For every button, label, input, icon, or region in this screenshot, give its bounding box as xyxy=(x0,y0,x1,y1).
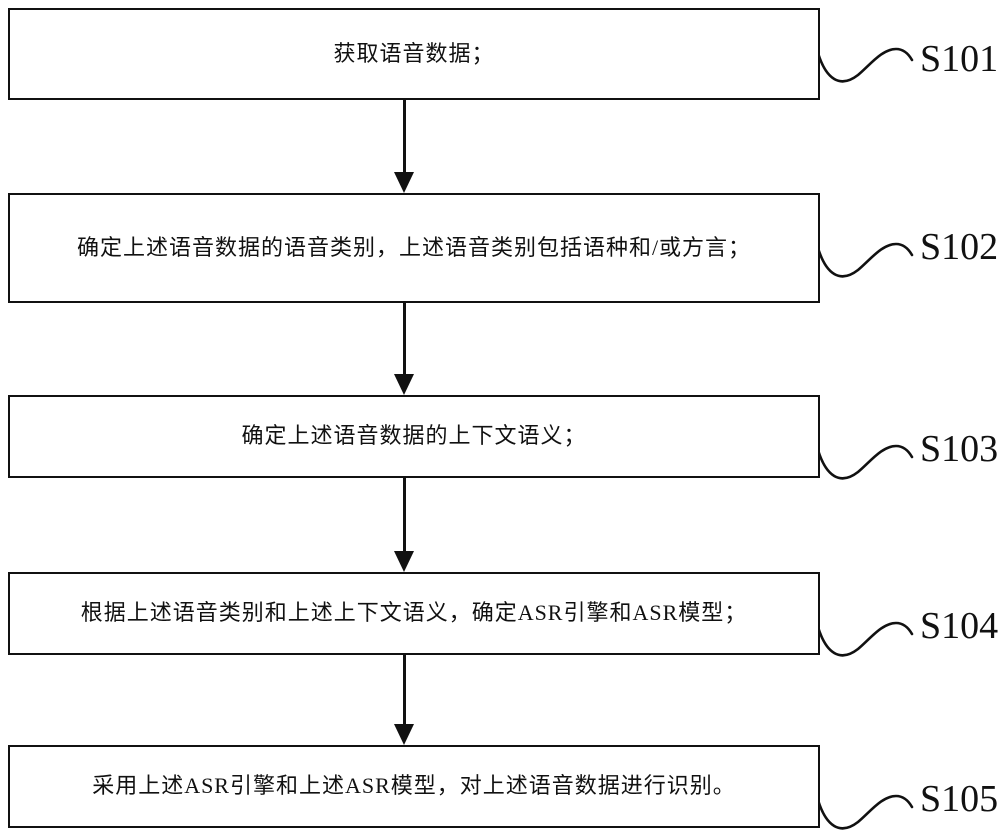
step-label-s103: S103 xyxy=(920,428,999,470)
step-label-s104: S104 xyxy=(920,605,999,647)
down-arrow-shaft xyxy=(403,302,406,376)
step-text-s101: 获取语音数据； xyxy=(333,40,495,66)
step-box-s103: 确定上述语音数据的上下文语义； xyxy=(8,395,820,478)
step-label-s105: S105 xyxy=(920,778,999,820)
step-box-s102: 确定上述语音数据的语音类别，上述语音类别包括语种和/或方言； xyxy=(8,193,820,303)
step-label-s102: S102 xyxy=(920,226,999,268)
step-text-s102: 确定上述语音数据的语音类别，上述语音类别包括语种和/或方言； xyxy=(76,234,752,260)
step-text-s104: 根据上述语音类别和上述上下文语义，确定ASR引擎和ASR模型； xyxy=(80,600,748,626)
step-box-s101: 获取语音数据； xyxy=(8,8,820,100)
down-arrow-shaft xyxy=(403,477,406,553)
squiggle-connector-icon xyxy=(818,621,914,657)
squiggle-connector-icon xyxy=(818,242,914,278)
squiggle-connector-icon xyxy=(818,794,914,830)
step-text-s103: 确定上述语音数据的上下文语义； xyxy=(241,423,587,449)
step-text-s105: 采用上述ASR引擎和上述ASR模型，对上述语音数据进行识别。 xyxy=(92,773,736,799)
down-arrow-shaft xyxy=(403,100,406,174)
down-arrow-shaft xyxy=(403,654,406,726)
down-arrow-icon xyxy=(394,374,414,395)
step-box-s104: 根据上述语音类别和上述上下文语义，确定ASR引擎和ASR模型； xyxy=(8,572,820,655)
squiggle-connector-icon xyxy=(818,444,914,480)
down-arrow-icon xyxy=(394,724,414,745)
down-arrow-icon xyxy=(394,551,414,572)
squiggle-connector-icon xyxy=(818,47,914,83)
step-label-s101: S101 xyxy=(920,38,999,80)
down-arrow-icon xyxy=(394,172,414,193)
step-box-s105: 采用上述ASR引擎和上述ASR模型，对上述语音数据进行识别。 xyxy=(8,745,820,828)
